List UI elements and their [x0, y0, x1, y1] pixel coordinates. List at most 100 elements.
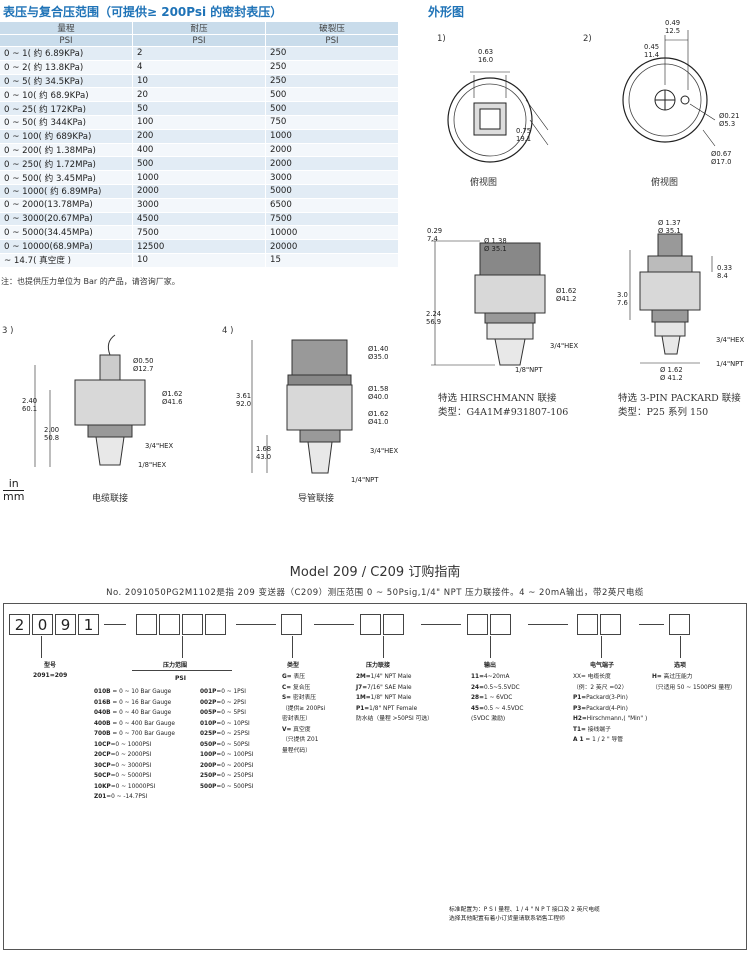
table-cell: 0 ~ 10( 约 68.9KPa) — [0, 87, 133, 103]
fig3-number: 3 ) — [2, 326, 14, 336]
option-item: C= 复合压 — [282, 684, 311, 691]
pak-npt: 1/4"NPT — [716, 360, 744, 368]
table-cell: 0 ~ 1( 约 6.89KPa) — [0, 46, 133, 61]
col-header-burst: 破裂压 — [265, 22, 398, 35]
option-item: 050P=0 ~ 50PSI — [200, 741, 250, 748]
table-cell: 10 — [132, 74, 266, 89]
pak-spec: 特选 3-PIN PACKARD 联接类型：P25 系列 150 — [618, 393, 741, 418]
table-cell: 0 ~ 200( 约 1.38MPa) — [0, 143, 133, 158]
table-cell: 0 ~ 250( 约 1.72MPa) — [0, 156, 133, 172]
table-cell: 750 — [265, 115, 398, 130]
hir-hex: 3/4"HEX — [550, 342, 579, 350]
option-item: 040B = 0 ~ 40 Bar Gauge — [94, 710, 172, 716]
table-cell: 12500 — [132, 239, 266, 254]
table-cell: 0 ~ 3000(20.67MPa) — [0, 212, 133, 227]
option-item: （提供≥ 200Psi — [282, 705, 326, 712]
table-cell: 5000 — [265, 184, 398, 199]
table-cell: 500 — [265, 87, 398, 103]
elec-list: XX= 电缆长度（例：2 英尺 =02）P1=Packard(3-Pin)P3=… — [573, 672, 663, 746]
hir-spec: 特选 HIRSCHMANN 联接类型：G4A1M#931807-106 — [438, 393, 569, 418]
table-cell: 0 ~ 2000(13.78MPa) — [0, 198, 133, 213]
table-cell: 0 ~ 100( 约 689KPa) — [0, 129, 133, 144]
table-cell: 10000 — [265, 225, 398, 241]
code-digit: 9 — [55, 614, 76, 635]
option-item: （例：2 英尺 =02） — [573, 684, 628, 691]
option-item: 010B = 0 ~ 10 Bar Gauge — [94, 689, 172, 695]
col-header-proof: 耐压 — [132, 22, 266, 35]
option-item: 45=0.5 ~ 4.5VDC — [471, 705, 524, 712]
option-item: 密封表压） — [282, 716, 311, 722]
fig3-hex: 3/4"HEX — [145, 442, 174, 450]
option-item: 500P=0 ~ 500PSI — [200, 783, 254, 790]
unit-legend: in mm — [3, 477, 25, 503]
option-item: 30CP=0 ~ 3000PSI — [94, 762, 152, 769]
option-head: 选项 — [674, 662, 687, 669]
code-digit: 2 — [9, 614, 30, 635]
option-item: Z01=0 ~ -14.7PSI — [94, 794, 148, 800]
fig3-npt: 1/8"HEX — [138, 461, 167, 469]
type-head: 类型 — [287, 662, 300, 669]
order-code-panel — [3, 603, 747, 950]
option-item: T1= 接线端子 — [573, 726, 611, 733]
fig1-top-view — [447, 71, 549, 163]
output-code-boxes — [467, 614, 513, 639]
fig4-npt: 1/4"NPT — [351, 476, 379, 484]
option-item: 700B = 0 ~ 700 Bar Gauge — [94, 731, 175, 737]
option-item: P1=Packard(3-Pin) — [573, 695, 628, 701]
table-cell: 7500 — [265, 212, 398, 227]
table-cell: 500 — [265, 101, 398, 116]
range-sub: PSI — [175, 675, 186, 682]
option-item: 防水结（量程 >50PSI 可选） — [356, 716, 433, 722]
pressure-range-table: 量程 耐压 破裂压 PSI PSI PSI 0 ~ 1( 约 6.89KPa)2… — [0, 22, 398, 268]
table-cell: 250 — [265, 74, 398, 89]
table-cell: 1000 — [132, 170, 266, 185]
option-item: 002P=0 ~ 2PSI — [200, 699, 247, 706]
table-cell: 250 — [265, 60, 398, 75]
option-item: 1M=1/8" NPT Male — [356, 695, 412, 701]
code-dash — [236, 624, 276, 625]
fig4-hex: 3/4"HEX — [370, 447, 399, 455]
option-item: P1=1/8" NPT Female — [356, 705, 418, 712]
option-item: 025P=0 ~ 25PSI — [200, 731, 250, 737]
code-dash — [639, 624, 664, 625]
fig1-caption: 俯视图 — [470, 178, 498, 188]
option-item: （只适用 50 ~ 1500PSI 量程） — [652, 684, 736, 691]
table-cell: 3000 — [132, 198, 266, 213]
table-cell: 0 ~ 25( 约 172KPa) — [0, 101, 133, 116]
table-cell: 200 — [132, 129, 266, 144]
hirschmann-drawing — [431, 240, 546, 366]
elec-code-boxes — [577, 614, 623, 639]
code-dash — [421, 624, 461, 625]
footer-note-1: 标准配置为：P S I 量程、1 / 4 " N P T 接口及 2 英尺电缆 — [449, 907, 600, 913]
option-item: 10KP=0 ~ 10000PSI — [94, 783, 156, 790]
col-unit-proof: PSI — [132, 34, 266, 47]
fig4-number: 4 ) — [222, 326, 234, 336]
table-cell: 4 — [132, 60, 266, 75]
option-item: 20CP=0 ~ 2000PSI — [94, 752, 152, 758]
outline-title: 外形图 — [428, 5, 465, 19]
option-item: H= 高过压能力 — [652, 674, 693, 680]
